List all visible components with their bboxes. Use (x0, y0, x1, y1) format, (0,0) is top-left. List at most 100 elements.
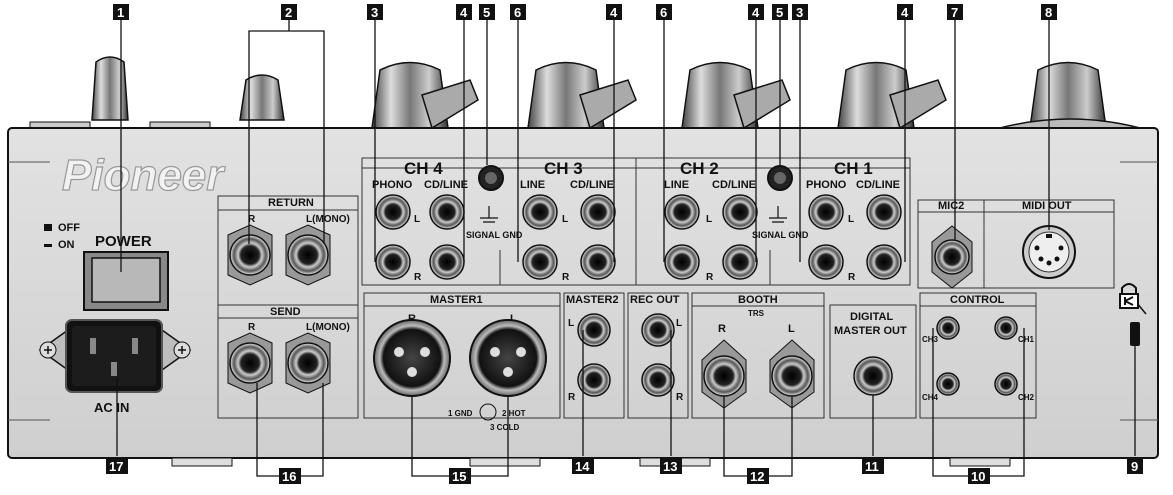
control-label: CONTROL (950, 294, 1005, 306)
booth-l-jack[interactable] (771, 355, 813, 397)
ch1-phono-l-jack[interactable] (808, 194, 844, 230)
svg-text:7: 7 (951, 5, 958, 20)
ch3-line-l-jack[interactable] (522, 194, 558, 230)
rec-out-r-jack[interactable] (641, 363, 675, 397)
send-r-jack[interactable] (229, 342, 271, 384)
ch1-phono-r-jack[interactable] (808, 244, 844, 280)
svg-text:R: R (718, 323, 726, 335)
svg-text:6: 6 (660, 5, 667, 20)
rec-out-l-jack[interactable] (641, 313, 675, 347)
svg-text:4: 4 (901, 5, 909, 20)
midi-out-label: MIDI OUT (1022, 200, 1072, 212)
power-section: OFF ON POWER (44, 222, 169, 311)
svg-text:CH1: CH1 (1018, 335, 1035, 344)
ch2-line-r-jack[interactable] (664, 244, 700, 280)
svg-text:5: 5 (483, 5, 490, 20)
svg-text:13: 13 (663, 459, 677, 474)
return-l-jack[interactable] (287, 234, 329, 276)
ch2-cdline-r-jack[interactable] (722, 244, 758, 280)
ch3-label: CH 3 (544, 159, 583, 178)
svg-text:L: L (568, 318, 574, 329)
svg-text:9: 9 (1131, 459, 1138, 474)
svg-text:L: L (788, 323, 795, 335)
svg-text:3: 3 (371, 5, 378, 20)
svg-text:CH4: CH4 (922, 393, 939, 402)
svg-text:10: 10 (971, 469, 985, 484)
ch4-cdline-r-jack[interactable] (429, 244, 465, 280)
ground-icon (769, 206, 787, 223)
control-section: CONTROL CH3 CH1 CH4 CH2 (919, 292, 1037, 419)
svg-text:17: 17 (109, 459, 123, 474)
svg-text:L: L (848, 214, 854, 225)
ch3-cdline-r-jack[interactable] (580, 244, 616, 280)
ac-in-section: AC IN (38, 319, 192, 415)
master2-l-jack[interactable] (577, 313, 611, 347)
svg-text:R: R (568, 392, 576, 403)
svg-text:16: 16 (282, 469, 296, 484)
svg-text:1: 1 (117, 5, 124, 20)
ch4-cdline-l-jack[interactable] (429, 194, 465, 230)
svg-text:14: 14 (575, 459, 590, 474)
svg-text:CD/LINE: CD/LINE (570, 179, 614, 191)
ch2-line-l-jack[interactable] (664, 194, 700, 230)
svg-text:L: L (676, 318, 682, 329)
svg-text:L: L (562, 214, 568, 225)
svg-text:2 HOT: 2 HOT (502, 409, 526, 418)
master1-l-xlr[interactable] (469, 319, 547, 397)
send-l-jack[interactable] (287, 342, 329, 384)
ch3-cdline-l-jack[interactable] (580, 194, 616, 230)
master2-recout-section: MASTER2 REC OUT L R L R (563, 292, 689, 419)
svg-text:CD/LINE: CD/LINE (712, 179, 756, 191)
svg-text:L(MONO): L(MONO) (306, 322, 350, 333)
ch1-cdline-r-jack[interactable] (866, 244, 902, 280)
mic2-jack[interactable] (934, 239, 970, 275)
svg-text:L: L (414, 214, 420, 225)
channel-inputs: CH 4 CH 3 CH 2 CH 1 PHONO CD/LINE LINE C… (361, 157, 911, 286)
svg-text:PHONO: PHONO (806, 179, 847, 191)
svg-text:5: 5 (776, 5, 783, 20)
ch4-phono-r-jack[interactable] (375, 244, 411, 280)
svg-text:R: R (414, 272, 422, 283)
security-slot-hole[interactable] (1130, 322, 1140, 346)
top-knobs (29, 56, 1141, 135)
control-ch1-jack[interactable] (994, 316, 1018, 340)
master2-r-jack[interactable] (577, 363, 611, 397)
control-ch4-jack[interactable] (936, 372, 960, 396)
master2-label: MASTER2 (566, 294, 619, 306)
lock-icon (1119, 283, 1139, 309)
ch4-label: CH 4 (404, 159, 443, 178)
ch1-cdline-l-jack[interactable] (866, 194, 902, 230)
control-ch2-jack[interactable] (994, 372, 1018, 396)
svg-text:8: 8 (1045, 5, 1052, 20)
svg-text:1 GND: 1 GND (448, 409, 473, 418)
send-label: SEND (270, 306, 301, 318)
control-ch3-jack[interactable] (936, 316, 960, 340)
svg-text:6: 6 (514, 5, 521, 20)
svg-text:12: 12 (750, 469, 764, 484)
ground-icon (480, 206, 498, 223)
svg-text:L: L (706, 214, 712, 225)
svg-text:MASTER OUT: MASTER OUT (834, 325, 907, 337)
master1-r-xlr[interactable] (373, 319, 451, 397)
svg-text:2: 2 (285, 5, 292, 20)
power-switch[interactable] (91, 257, 161, 303)
return-r-jack[interactable] (229, 234, 271, 276)
ch2-cdline-l-jack[interactable] (722, 194, 758, 230)
rec-out-label: REC OUT (630, 294, 680, 306)
brand-logo: Pioneer (62, 151, 226, 200)
power-label: POWER (95, 233, 152, 250)
svg-text:ON: ON (58, 239, 75, 251)
ch3-line-r-jack[interactable] (522, 244, 558, 280)
svg-text:15: 15 (452, 469, 466, 484)
svg-text:R: R (676, 392, 684, 403)
digital-master-out-jack[interactable] (853, 356, 893, 396)
svg-text:R: R (848, 272, 856, 283)
svg-text:L: L (510, 313, 517, 325)
svg-text:TRS: TRS (748, 309, 765, 318)
booth-r-jack[interactable] (703, 355, 745, 397)
svg-text:CD/LINE: CD/LINE (856, 179, 900, 191)
svg-text:DIGITAL: DIGITAL (850, 311, 893, 323)
ch4-phono-l-jack[interactable] (375, 194, 411, 230)
booth-section: BOOTH TRS R L (691, 292, 825, 419)
